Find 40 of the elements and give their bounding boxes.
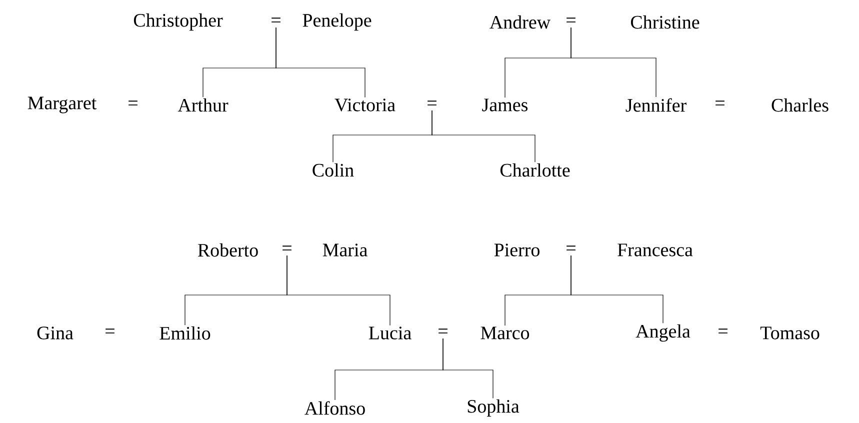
- person-name: Margaret: [28, 96, 97, 114]
- person-name: Emilio: [160, 326, 210, 340]
- marriage-sign: =: [566, 18, 576, 22]
- person-name: Colin: [312, 163, 354, 177]
- person-name: Francesca: [618, 244, 693, 256]
- person-name: Christine: [630, 15, 700, 29]
- person-name: Alfonso: [304, 401, 365, 415]
- person-name: Angela: [636, 324, 690, 342]
- marriage-sign: =: [716, 100, 724, 106]
- marriage-sign: =: [128, 100, 138, 106]
- marriage-sign: =: [718, 328, 728, 334]
- family-line: [570, 255, 664, 324]
- family-line: [286, 255, 390, 326]
- person-name: Marco: [480, 326, 530, 340]
- person-name: Pierro: [494, 244, 540, 256]
- family-line: [432, 110, 536, 162]
- person-name: Penelope: [302, 13, 372, 31]
- marriage-sign: =: [428, 100, 436, 106]
- person-name: James: [482, 98, 528, 112]
- person-name: Arthur: [178, 98, 228, 112]
- marriage-sign: =: [106, 328, 114, 334]
- person-name: Charlotte: [500, 163, 570, 177]
- person-name: Christopher: [134, 13, 223, 31]
- person-name: Jennifer: [626, 98, 686, 112]
- person-name: Sophia: [468, 399, 520, 417]
- person-name: Victoria: [334, 98, 396, 112]
- person-name: Charles: [772, 98, 828, 112]
- marriage-sign: =: [272, 18, 280, 22]
- family-line: [276, 27, 366, 98]
- marriage-sign: =: [438, 328, 448, 334]
- marriage-sign: =: [566, 246, 576, 250]
- person-name: Gina: [37, 326, 74, 340]
- family-line: [442, 338, 494, 398]
- marriage-sign: =: [282, 246, 292, 250]
- person-name: Roberto: [198, 243, 258, 257]
- person-name: Andrew: [490, 15, 551, 29]
- person-name: Tomaso: [760, 326, 820, 340]
- person-name: Maria: [322, 244, 368, 256]
- person-name: Lucia: [368, 326, 412, 340]
- family-line: [570, 27, 656, 98]
